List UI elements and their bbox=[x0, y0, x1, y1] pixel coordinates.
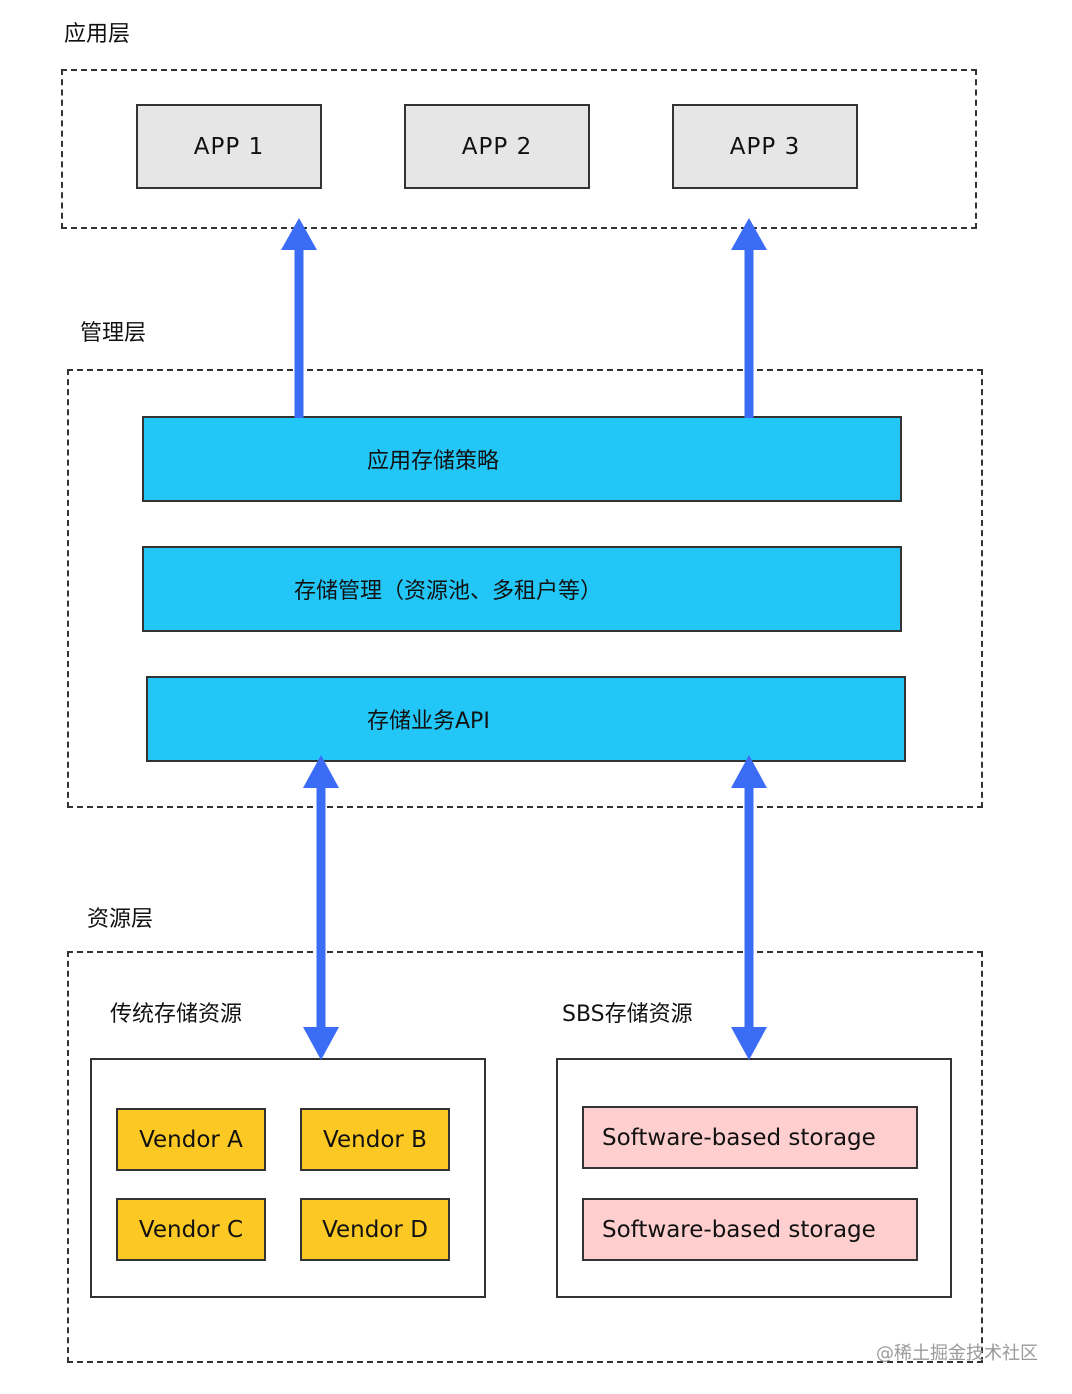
bar-label: 存储管理（资源池、多租户等） bbox=[294, 579, 603, 604]
app-box-1: APP 1 bbox=[136, 104, 322, 189]
software-based-storage-box-2: Software-based storage bbox=[582, 1198, 918, 1261]
vendor-label: Vendor B bbox=[323, 1126, 427, 1153]
vendor-label: Vendor D bbox=[322, 1216, 428, 1243]
resource-layer-label: 资源层 bbox=[87, 907, 154, 932]
management-layer-label: 管理层 bbox=[80, 321, 147, 346]
vendor-b-box: Vendor B bbox=[300, 1108, 450, 1171]
app-box-label: APP 1 bbox=[193, 133, 265, 160]
vendor-c-box: Vendor C bbox=[116, 1198, 266, 1261]
app-box-label: APP 3 bbox=[729, 133, 801, 160]
traditional-storage-container bbox=[90, 1058, 486, 1298]
storage-business-api-bar: 存储业务API bbox=[146, 676, 906, 762]
app-layer-container bbox=[61, 69, 977, 229]
resource-layer-container bbox=[67, 951, 983, 1363]
app-layer-label: 应用层 bbox=[64, 22, 131, 47]
management-layer-container bbox=[67, 369, 983, 808]
traditional-storage-label: 传统存储资源 bbox=[110, 1002, 243, 1027]
vendor-d-box: Vendor D bbox=[300, 1198, 450, 1261]
bar-label: 存储业务API bbox=[367, 709, 490, 734]
software-based-storage-box-1: Software-based storage bbox=[582, 1106, 918, 1169]
app-box-label: APP 2 bbox=[461, 133, 533, 160]
sbs-label: Software-based storage bbox=[602, 1216, 876, 1243]
sbs-storage-label: SBS存储资源 bbox=[562, 1002, 693, 1027]
app-storage-policy-bar: 应用存储策略 bbox=[142, 416, 902, 502]
vendor-label: Vendor A bbox=[139, 1126, 243, 1153]
vendor-label: Vendor C bbox=[138, 1216, 244, 1243]
bar-label: 应用存储策略 bbox=[367, 449, 500, 474]
sbs-label: Software-based storage bbox=[602, 1124, 876, 1151]
sbs-storage-container bbox=[556, 1058, 952, 1298]
app-box-3: APP 3 bbox=[672, 104, 858, 189]
storage-management-bar: 存储管理（资源池、多租户等） bbox=[142, 546, 902, 632]
app-box-2: APP 2 bbox=[404, 104, 590, 189]
watermark: @稀土掘金技术社区 bbox=[876, 1343, 1038, 1364]
vendor-a-box: Vendor A bbox=[116, 1108, 266, 1171]
